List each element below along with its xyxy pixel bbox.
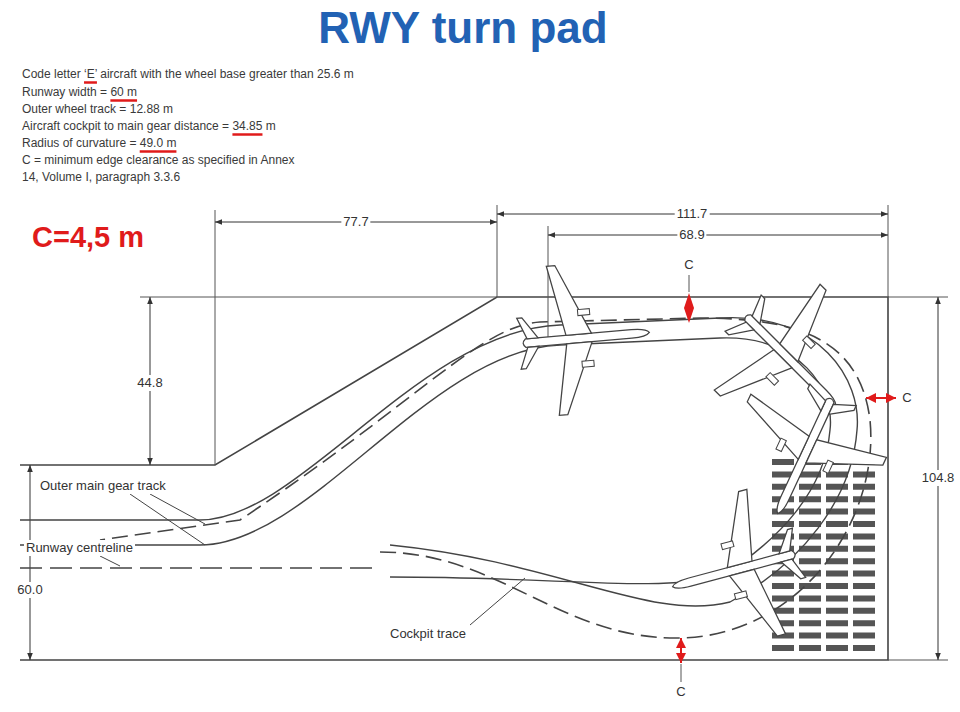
leader-line [689,275,690,292]
callout-label: Cockpit trace [388,626,468,642]
leader-line [100,556,120,566]
hatch-bar [772,633,880,639]
extension-line [215,210,216,465]
note-text: Outer wheel track = 12.88 m [22,101,173,117]
red-underline [232,133,262,136]
dimension-line [30,465,31,660]
dimension-value: 77.7 [341,214,370,230]
dimension-value: 104.8 [920,470,957,486]
hatch-bar [772,620,880,626]
note-text: Code letter ‘E’ aircraft with the wheel … [22,66,354,82]
aircraft [512,258,655,418]
dimension-line [548,235,888,236]
leader-line [681,664,682,682]
dimension-value: 111.7 [675,206,710,222]
leader-line [470,578,525,625]
extension-line [140,297,497,298]
clearance-value: C=4,5 m [32,220,144,254]
hatch-bar [772,595,880,601]
leader-line [130,494,205,545]
clearance-marker [680,638,682,663]
note-text: C = minimum edge clearance as specified … [22,152,312,186]
note-text: Runway width = 60 m [22,84,137,100]
dimension-value: 68.9 [677,227,706,243]
hatch-bar [772,571,880,577]
note-text: Radius of curvature = 49.0 m [22,135,176,151]
clearance-label: C [900,390,913,406]
page-title: RWY turn pad [0,2,926,54]
leader-line [150,494,205,524]
pavement-edge [20,297,888,660]
dimension-value: 60.0 [15,582,44,598]
dimension-value: 44.8 [135,375,164,391]
hatch-bar [772,509,880,515]
extension-line [548,226,549,340]
callout-label: Outer main gear track [38,478,168,494]
clearance-marker [684,293,694,323]
red-underline [84,81,97,84]
main-gear-track [20,338,830,584]
clearance-marker [866,397,896,399]
callout-label: Runway centreline [24,540,135,556]
hatch-bar [772,645,880,651]
extension-line [888,660,948,661]
hatch-bar [772,583,880,589]
note-text: Aircraft cockpit to main gear distance =… [22,118,276,134]
hatch-bar [772,608,880,614]
red-underline [140,150,177,153]
extension-line [888,205,889,297]
clearance-label: C [682,257,695,273]
extension-line [888,297,948,298]
red-underline [110,99,137,102]
aircraft [653,481,818,659]
clearance-label: C [674,684,687,700]
runway-centreline [20,567,380,568]
extension-line [497,205,498,297]
